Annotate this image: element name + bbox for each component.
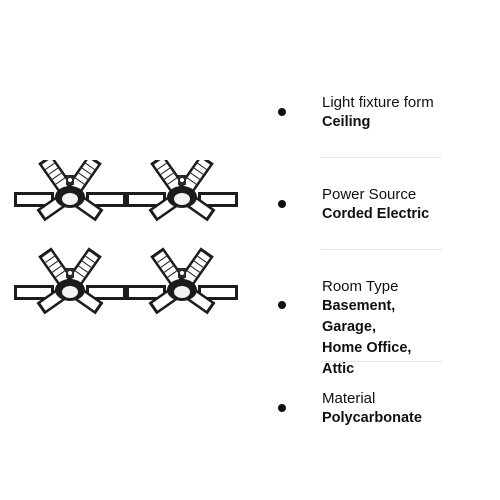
- spec-label: Power Source: [322, 186, 417, 203]
- spec-value: Corded Electric: [322, 206, 430, 222]
- lamp-bottom-left: [13, 246, 127, 315]
- bullet-icon: [278, 301, 286, 309]
- bullet-icon: [278, 404, 286, 412]
- lamp-top-right: [125, 160, 239, 222]
- spec-value: Ceiling: [322, 114, 371, 130]
- spec-label: Material: [322, 390, 376, 407]
- spec-label: Room Type: [322, 278, 399, 295]
- lamp-bottom-right: [125, 246, 239, 315]
- divider: [321, 249, 442, 250]
- spec-label: Light fixture form: [322, 94, 434, 111]
- spec-value: Basement, Garage, Home Office, Attic: [322, 298, 412, 377]
- bullet-icon: [278, 200, 286, 208]
- lamp-top-left: [13, 160, 127, 222]
- product-image: [13, 160, 239, 315]
- bullet-icon: [278, 108, 286, 116]
- divider: [321, 361, 442, 362]
- spec-value: Polycarbonate: [322, 410, 422, 426]
- divider: [321, 157, 442, 158]
